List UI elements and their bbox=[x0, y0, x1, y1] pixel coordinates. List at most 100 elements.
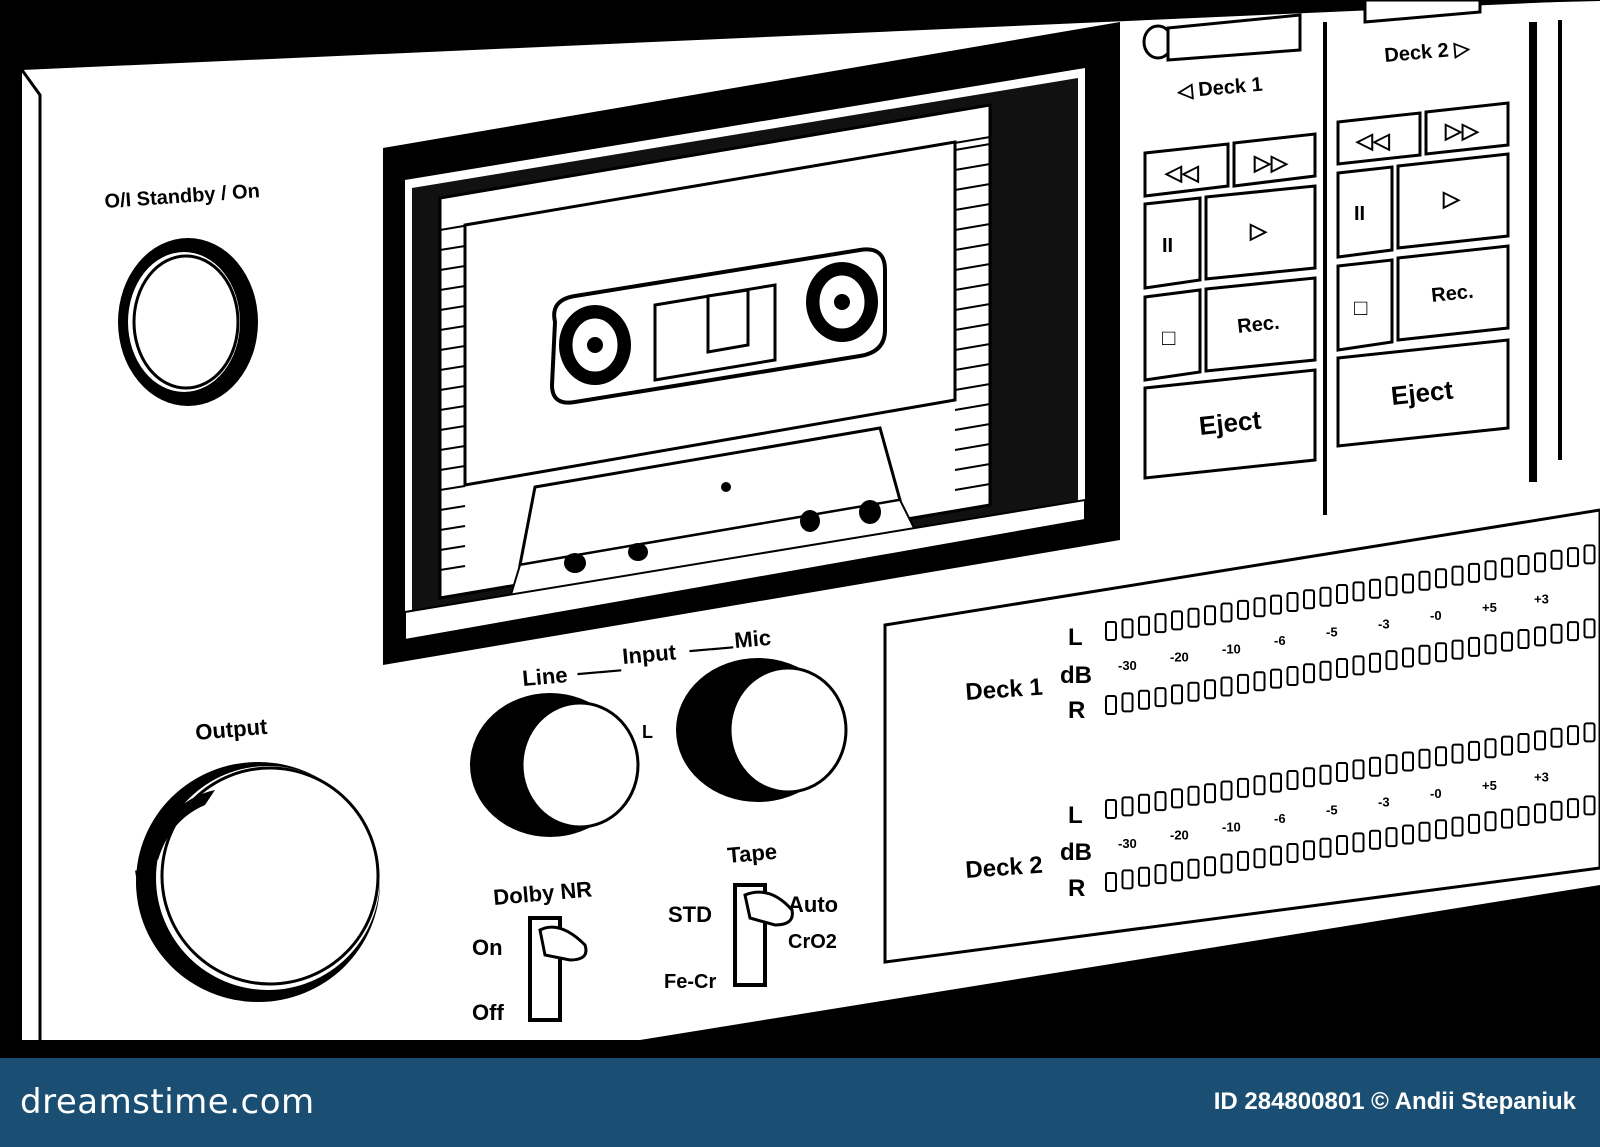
meter-led bbox=[1105, 799, 1117, 819]
meter-led bbox=[1105, 695, 1117, 715]
meter-led bbox=[1517, 806, 1530, 826]
input-knob-right[interactable] bbox=[676, 658, 848, 802]
meter-led bbox=[1501, 808, 1513, 829]
meter-scale-label: -20 bbox=[1170, 650, 1189, 665]
deck1-play-button[interactable]: ▷ bbox=[1204, 184, 1317, 281]
deck2-eject-button[interactable]: Eject bbox=[1336, 338, 1510, 448]
meter-led bbox=[1385, 650, 1398, 671]
meter-led bbox=[1583, 544, 1596, 565]
meter-led bbox=[1286, 843, 1299, 863]
meter-led bbox=[1319, 586, 1332, 607]
meter-led bbox=[1484, 634, 1497, 655]
deck1-fast-forward-button[interactable]: ▷▷ bbox=[1232, 132, 1317, 188]
svg-text:◁◁: ◁◁ bbox=[1355, 128, 1391, 153]
meter1-db-label: dB bbox=[1060, 662, 1092, 689]
meter-led bbox=[1187, 858, 1200, 879]
meter-scale-label: -10 bbox=[1222, 641, 1241, 656]
deck1-record-button[interactable]: Rec. bbox=[1204, 276, 1317, 373]
meter-scale-label: -3 bbox=[1378, 794, 1390, 809]
meter-led bbox=[1204, 856, 1216, 877]
meter-led bbox=[1220, 853, 1233, 874]
deck2-record-button[interactable]: Rec. bbox=[1396, 244, 1510, 342]
deck1-rewind-button[interactable]: ◁◁ bbox=[1143, 142, 1230, 198]
meter-led bbox=[1385, 827, 1398, 848]
meter-led bbox=[1534, 730, 1546, 751]
input-selector-label: Line —— Input —— Mic L bbox=[521, 625, 772, 742]
deck1-stop-button[interactable]: □ bbox=[1143, 288, 1202, 382]
meter-led bbox=[1220, 780, 1233, 801]
meter-led bbox=[1303, 663, 1315, 684]
meter-led bbox=[1418, 748, 1431, 769]
dolby-on-label: On bbox=[472, 935, 503, 960]
meter-led bbox=[1270, 845, 1282, 866]
meter-led bbox=[1303, 767, 1315, 788]
meter-led bbox=[1121, 618, 1134, 639]
meter-led bbox=[1336, 658, 1348, 678]
meter-led bbox=[1484, 560, 1497, 581]
deck1-pause-button[interactable]: II bbox=[1143, 196, 1202, 290]
deck2-rewind-button[interactable]: ◁◁ bbox=[1336, 111, 1422, 166]
meter-led bbox=[1220, 676, 1233, 697]
meter-led bbox=[1171, 788, 1183, 809]
meter-led bbox=[1468, 562, 1480, 583]
input-knob-left[interactable] bbox=[470, 693, 640, 837]
svg-text:Mic: Mic bbox=[733, 625, 772, 653]
meter-led bbox=[1501, 557, 1513, 578]
meter-led bbox=[1270, 668, 1282, 689]
meter-led bbox=[1253, 848, 1266, 869]
meter1-r-label: R bbox=[1068, 697, 1085, 724]
meter-deck1-label: Deck 1 bbox=[965, 674, 1044, 706]
dolby-nr-switch[interactable] bbox=[528, 916, 588, 1022]
output-knob[interactable] bbox=[135, 762, 380, 1002]
meter-led bbox=[1319, 837, 1332, 858]
deck2-stop-button[interactable]: □ bbox=[1336, 258, 1394, 352]
svg-text:Rec.: Rec. bbox=[1430, 281, 1474, 307]
deck2-fast-forward-button[interactable]: ▷▷ bbox=[1424, 101, 1510, 156]
deck2-controls: Deck 2 ▷ ◁◁ ▷▷ II ▷ □ Rec. Eject bbox=[1336, 0, 1510, 448]
cassette-compartment[interactable] bbox=[383, 22, 1120, 665]
meter-scale-label: -30 bbox=[1118, 658, 1137, 673]
svg-text:Eject: Eject bbox=[1389, 375, 1454, 411]
deck2-pause-button[interactable]: II bbox=[1336, 165, 1394, 259]
meter-scale-label: -6 bbox=[1274, 811, 1286, 826]
tape-type-switch[interactable] bbox=[733, 883, 794, 987]
tape-label: Tape bbox=[726, 839, 778, 868]
watermark-footer: dreamstime.com ID 284800801 © Andii Step… bbox=[0, 1058, 1600, 1147]
meter-led bbox=[1319, 660, 1332, 681]
deck2-play-button[interactable]: ▷ bbox=[1396, 152, 1510, 250]
image-credit: ID 284800801 © Andii Stepaniuk bbox=[1213, 1088, 1576, 1115]
meter-led bbox=[1286, 592, 1299, 612]
meter-led bbox=[1121, 869, 1134, 890]
svg-text:▷: ▷ bbox=[1249, 218, 1268, 243]
meter-led bbox=[1418, 644, 1431, 665]
meter-scale-label: -0 bbox=[1430, 608, 1442, 623]
meter-led bbox=[1583, 722, 1596, 743]
meter-led bbox=[1204, 783, 1216, 804]
meter2-db-label: dB bbox=[1060, 839, 1092, 866]
dolby-off-label: Off bbox=[472, 1000, 504, 1025]
meter-led bbox=[1517, 555, 1530, 575]
svg-text:——: —— bbox=[576, 656, 622, 685]
svg-text:II: II bbox=[1162, 235, 1173, 257]
svg-text:▷▷: ▷▷ bbox=[1253, 150, 1289, 175]
meter2-r-label: R bbox=[1068, 875, 1085, 902]
meter-led bbox=[1187, 607, 1200, 628]
meter-led bbox=[1187, 785, 1200, 806]
meter-scale-label: -30 bbox=[1118, 836, 1137, 851]
deck1-eject-button[interactable]: Eject bbox=[1143, 368, 1317, 480]
meter-led bbox=[1534, 552, 1546, 573]
svg-text:◁◁: ◁◁ bbox=[1164, 160, 1200, 185]
meter-led bbox=[1418, 821, 1431, 842]
meter-led bbox=[1385, 754, 1398, 775]
svg-text:——: —— bbox=[688, 633, 734, 662]
meter-scale-label: -10 bbox=[1222, 819, 1241, 834]
meter-led bbox=[1517, 629, 1530, 649]
meter-led bbox=[1369, 756, 1381, 777]
power-button[interactable] bbox=[118, 238, 258, 406]
meter-led bbox=[1138, 866, 1150, 887]
panel-bevel bbox=[20, 69, 42, 1040]
meter-led bbox=[1237, 599, 1249, 620]
svg-text:II: II bbox=[1354, 203, 1365, 225]
meter-led bbox=[1253, 597, 1266, 618]
meter-led bbox=[1286, 770, 1299, 790]
